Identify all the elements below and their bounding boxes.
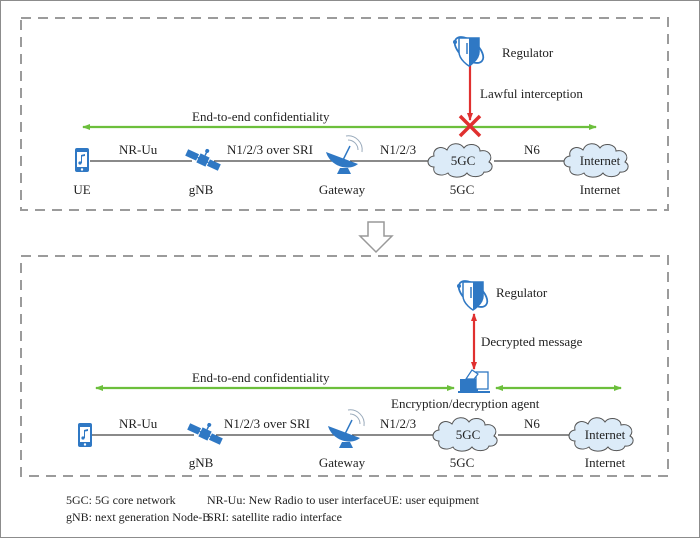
top-internet-label: Internet <box>579 182 621 197</box>
bottom-gnb-label: gNB <box>188 455 214 470</box>
bottom-e2e-label: End-to-end confidentiality <box>192 370 330 385</box>
regulator-shield-icon <box>449 31 489 69</box>
decrypted-message-label: Decrypted message <box>481 334 583 349</box>
top-n6-label: N6 <box>524 142 540 157</box>
bottom-gateway-label: Gateway <box>318 455 366 470</box>
top-e2e-label: End-to-end confidentiality <box>192 109 330 124</box>
top-5gc-label: 5GC <box>449 182 475 197</box>
gnb-satellite-icon <box>183 140 226 173</box>
bottom-internet-label: Internet <box>584 455 626 470</box>
transition-down-arrow-icon <box>358 221 394 254</box>
top-n123-label: N1/2/3 <box>380 142 417 157</box>
bottom-internet-cloud-text: Internet <box>584 427 626 442</box>
ue-phone-icon <box>75 148 89 172</box>
lawful-interception-label: Lawful interception <box>480 86 583 101</box>
bottom-n123-label: N1/2/3 <box>380 416 417 431</box>
blocked-x-icon <box>458 114 482 138</box>
top-gnb-label: gNB <box>188 182 214 197</box>
top-regulator-label: Regulator <box>502 45 554 60</box>
gnb-satellite-icon-bottom <box>185 414 228 447</box>
legend-ue: UE: user equipment <box>383 493 479 507</box>
top-5gc-cloud-text: 5GC <box>450 153 476 168</box>
ue-phone-icon-bottom <box>78 423 92 447</box>
bottom-5gc-cloud-text: 5GC <box>455 427 481 442</box>
top-internet-cloud-text: Internet <box>579 153 621 168</box>
legend-5gc: 5GC: 5G core network <box>66 493 176 507</box>
bottom-n6-label: N6 <box>524 416 540 431</box>
legend-gnb: gNB: next generation Node-B <box>66 510 211 524</box>
ue-label: UE <box>73 182 91 197</box>
top-nr-uu-label: NR-Uu <box>119 142 158 157</box>
encryption-agent-icon <box>457 369 491 394</box>
top-panel-dashed-border <box>20 17 669 211</box>
bottom-panel-dashed-border <box>20 255 669 477</box>
top-gateway-label: Gateway <box>318 182 366 197</box>
bottom-regulator-label: Regulator <box>496 285 548 300</box>
bottom-n123-sri-label: N1/2/3 over SRI <box>224 416 310 431</box>
legend-sri: SRI: satellite radio interface <box>207 510 342 524</box>
gateway-dish-icon-bottom <box>327 409 365 449</box>
gateway-dish-icon <box>325 135 363 175</box>
regulator-shield-icon-bottom <box>453 275 493 313</box>
bottom-5gc-label: 5GC <box>449 455 475 470</box>
bottom-nr-uu-label: NR-Uu <box>119 416 158 431</box>
legend-nr-uu: NR-Uu: New Radio to user interface <box>207 493 384 507</box>
top-n123-sri-label: N1/2/3 over SRI <box>227 142 313 157</box>
agent-label: Encryption/decryption agent <box>391 396 540 411</box>
